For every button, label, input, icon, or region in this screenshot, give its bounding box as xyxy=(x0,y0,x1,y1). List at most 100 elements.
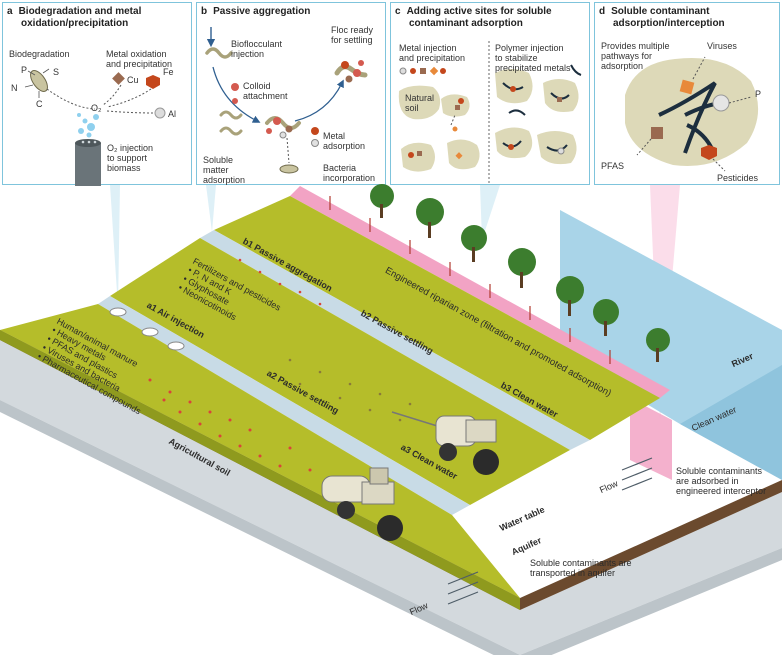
aquifer-note-line1: Soluble contaminants are xyxy=(530,558,632,568)
polymer-line3: precipitated metals xyxy=(495,63,571,73)
panel-b-title: b Passive aggregation xyxy=(201,6,310,18)
d-p-label: P xyxy=(755,89,762,99)
tractor-sprayer-icon xyxy=(391,411,499,475)
o2-inj-line1: O₂ injection xyxy=(107,143,154,153)
riparian-strip xyxy=(290,186,670,398)
pfas-label: PFAS xyxy=(601,161,625,171)
panel-a-title-line1: Biodegradation and metal xyxy=(18,6,142,17)
polymer-line1: Polymer injection xyxy=(495,43,564,53)
provides-line1: Provides multiple xyxy=(601,41,670,51)
panel-a-illustration xyxy=(24,68,166,186)
aquifer-note: Soluble contaminants are transported in … xyxy=(530,558,632,578)
viruses-label: Viruses xyxy=(707,41,737,51)
cu-label: Cu xyxy=(127,75,139,85)
panel-a: a Biodegradation and metal oxidation/prec… xyxy=(2,2,192,186)
natural-soil-line1: Natural xyxy=(405,93,435,103)
bacterium-icon xyxy=(30,70,48,92)
p-label: P xyxy=(21,65,28,75)
fe-hexagon-icon xyxy=(146,75,160,89)
s-label: S xyxy=(53,67,60,77)
biodegradation-label: Biodegradation xyxy=(9,49,70,59)
interceptor-line1: Soluble contaminants xyxy=(676,466,763,476)
o2-label: O₂ xyxy=(91,103,102,113)
panel-c-title-line1: Adding active sites for soluble xyxy=(406,6,552,17)
metal-ads-line1: Metal xyxy=(323,131,346,141)
soluble-line1: Soluble xyxy=(203,155,234,165)
contaminant-dots xyxy=(148,258,322,472)
fe-label: Fe xyxy=(163,67,174,77)
al-circle-icon xyxy=(154,107,166,119)
pesticide-hexagon-icon xyxy=(701,145,717,160)
infiltration-arrows xyxy=(329,196,611,364)
soluble-line3: adsorption xyxy=(203,175,246,185)
floc-ready-icon xyxy=(334,60,368,83)
metal-ox-line2: and precipitation xyxy=(106,59,173,69)
panel-c-illustration xyxy=(398,41,582,183)
floc-cluster-icon xyxy=(265,116,301,139)
virus-square-icon xyxy=(679,79,695,95)
interceptor-line2: are adsorbed in xyxy=(676,476,739,486)
natural-soil-line2: soil xyxy=(405,103,419,113)
tree-icons xyxy=(370,184,670,362)
interceptor xyxy=(630,398,672,480)
interceptor-line3: engineered interceptor xyxy=(676,486,767,496)
panel-a-title: a Biodegradation and metal oxidation/prec… xyxy=(7,6,141,30)
tractor-tanker-icon xyxy=(321,467,403,541)
channel-a xyxy=(98,296,470,515)
soluble-line2: matter xyxy=(203,165,229,175)
interceptor-note: Soluble contaminants are adsorbed in eng… xyxy=(676,466,766,496)
panel-b-title-text: Passive aggregation xyxy=(213,6,311,17)
o2-inj-line2: to support xyxy=(107,153,148,163)
panel-d-title-line1: Soluble contaminant xyxy=(611,6,710,17)
bioflocculant-line1: Bioflocculant xyxy=(231,39,283,49)
settling-dots xyxy=(288,358,412,422)
bioflocculant-line2: injection xyxy=(231,49,265,59)
panel-c-title-line2: contaminant adsorption xyxy=(409,18,523,29)
panel-b-letter: b xyxy=(201,6,208,17)
panel-b-illustration xyxy=(205,27,368,174)
provides-line2: pathways for xyxy=(601,51,653,61)
metal-inj-line1: Metal injection xyxy=(399,43,457,53)
pesticides-label: Pesticides xyxy=(717,173,759,183)
panel-a-letter: a xyxy=(7,6,13,17)
field-strip-top xyxy=(214,196,660,440)
metal-ox-line1: Metal oxidation xyxy=(106,49,167,59)
panel-a-title-line2: oxidation/precipitation xyxy=(21,18,129,29)
aquifer-note-line2: transported in aquifer xyxy=(530,568,616,578)
o2-inj-line3: biomass xyxy=(107,163,141,173)
bacteria-line2: incorporation xyxy=(323,173,376,183)
flow-arrows xyxy=(447,457,653,605)
colloid-line2: attachment xyxy=(243,91,288,101)
al-label: Al xyxy=(168,109,177,119)
metal-ads-line2: adsorption xyxy=(323,141,366,151)
provides-line3: adsorption xyxy=(601,61,644,71)
pfas-square-icon xyxy=(651,127,663,139)
floc-line1: Floc ready xyxy=(331,25,374,35)
panel-d-illustration xyxy=(625,56,759,172)
panel-c-title: c Adding active sites for soluble contami… xyxy=(395,6,552,30)
air-injector-icon xyxy=(109,307,185,351)
o2-injector-icon xyxy=(75,113,101,186)
n-label: N xyxy=(11,83,18,93)
metal-inj-line2: and precipitation xyxy=(399,53,466,63)
panel-c-letter: c xyxy=(395,6,401,17)
colloid-line1: Colloid xyxy=(243,81,271,91)
polymer-line2: to stabilize xyxy=(495,53,538,63)
channel-b xyxy=(200,230,590,450)
bacteria-line1: Bacteria xyxy=(323,163,357,173)
panel-c: c Adding active sites for soluble contami… xyxy=(390,2,590,185)
